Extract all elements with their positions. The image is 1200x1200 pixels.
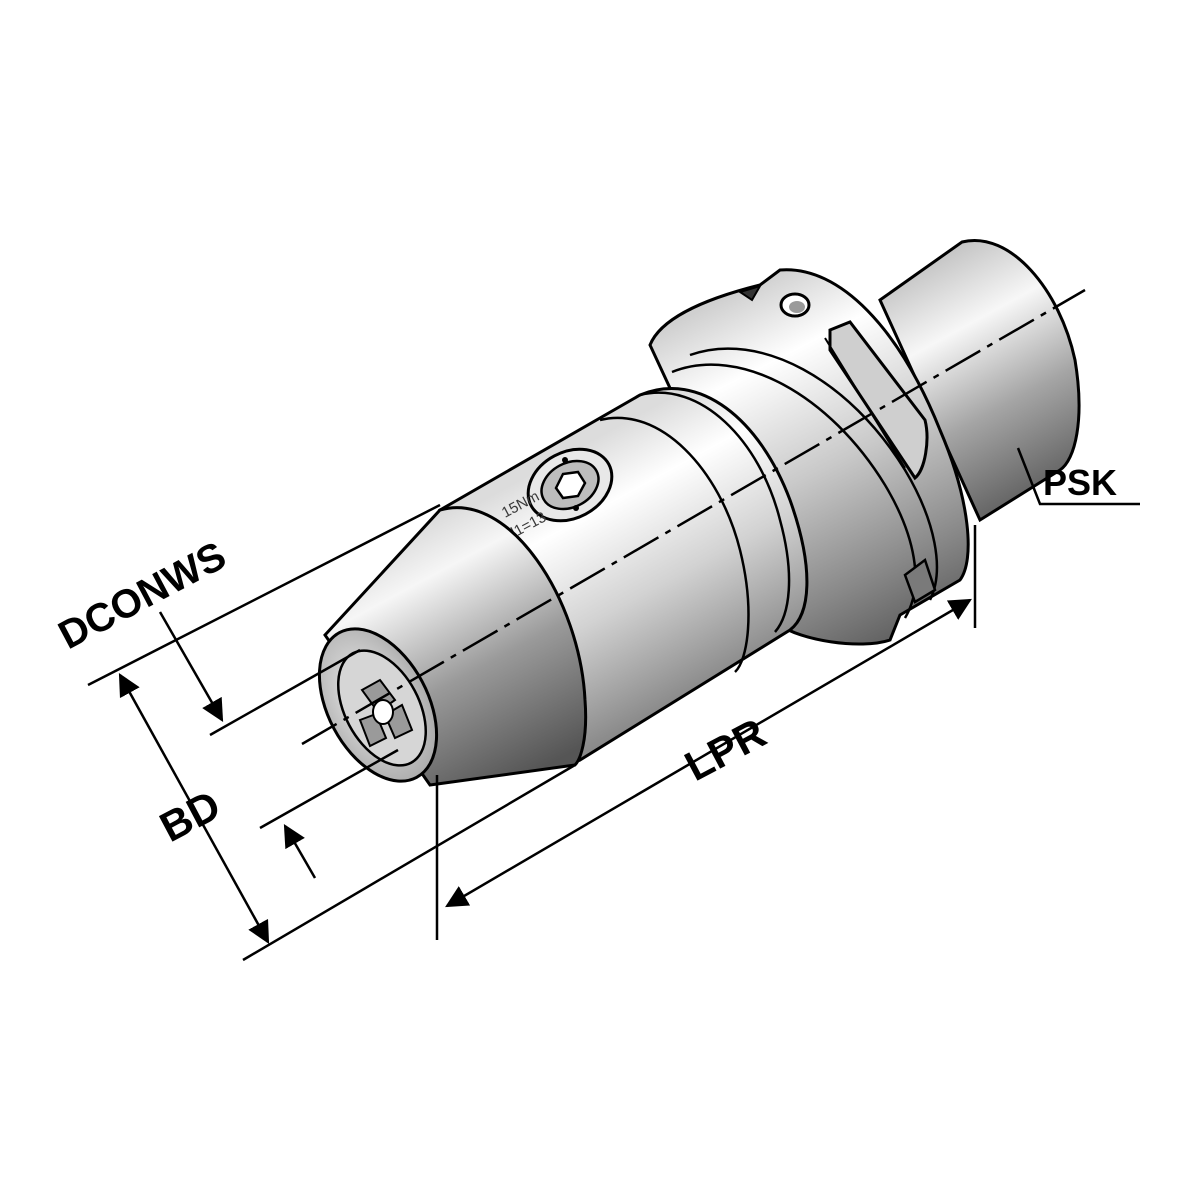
dconws-arrow-bottom	[283, 824, 317, 879]
psk-label: PSK	[1043, 462, 1117, 503]
chuck-jaws	[358, 678, 414, 748]
bd-dimension	[118, 673, 270, 944]
dconws-arrow-top	[158, 611, 224, 722]
psk-leader	[1016, 447, 1140, 506]
adjustment-screw	[526, 447, 614, 523]
hex-socket-icon	[554, 470, 587, 500]
bd-label: BD	[152, 781, 228, 851]
shank	[878, 239, 1081, 523]
dimension-lines	[87, 447, 1140, 962]
center-axis	[301, 288, 1086, 746]
lpr-label: LPR	[677, 709, 773, 790]
dconws-label: DCONWS	[52, 534, 234, 658]
orientation-hole	[779, 292, 811, 318]
lpr-dimension	[445, 598, 972, 908]
